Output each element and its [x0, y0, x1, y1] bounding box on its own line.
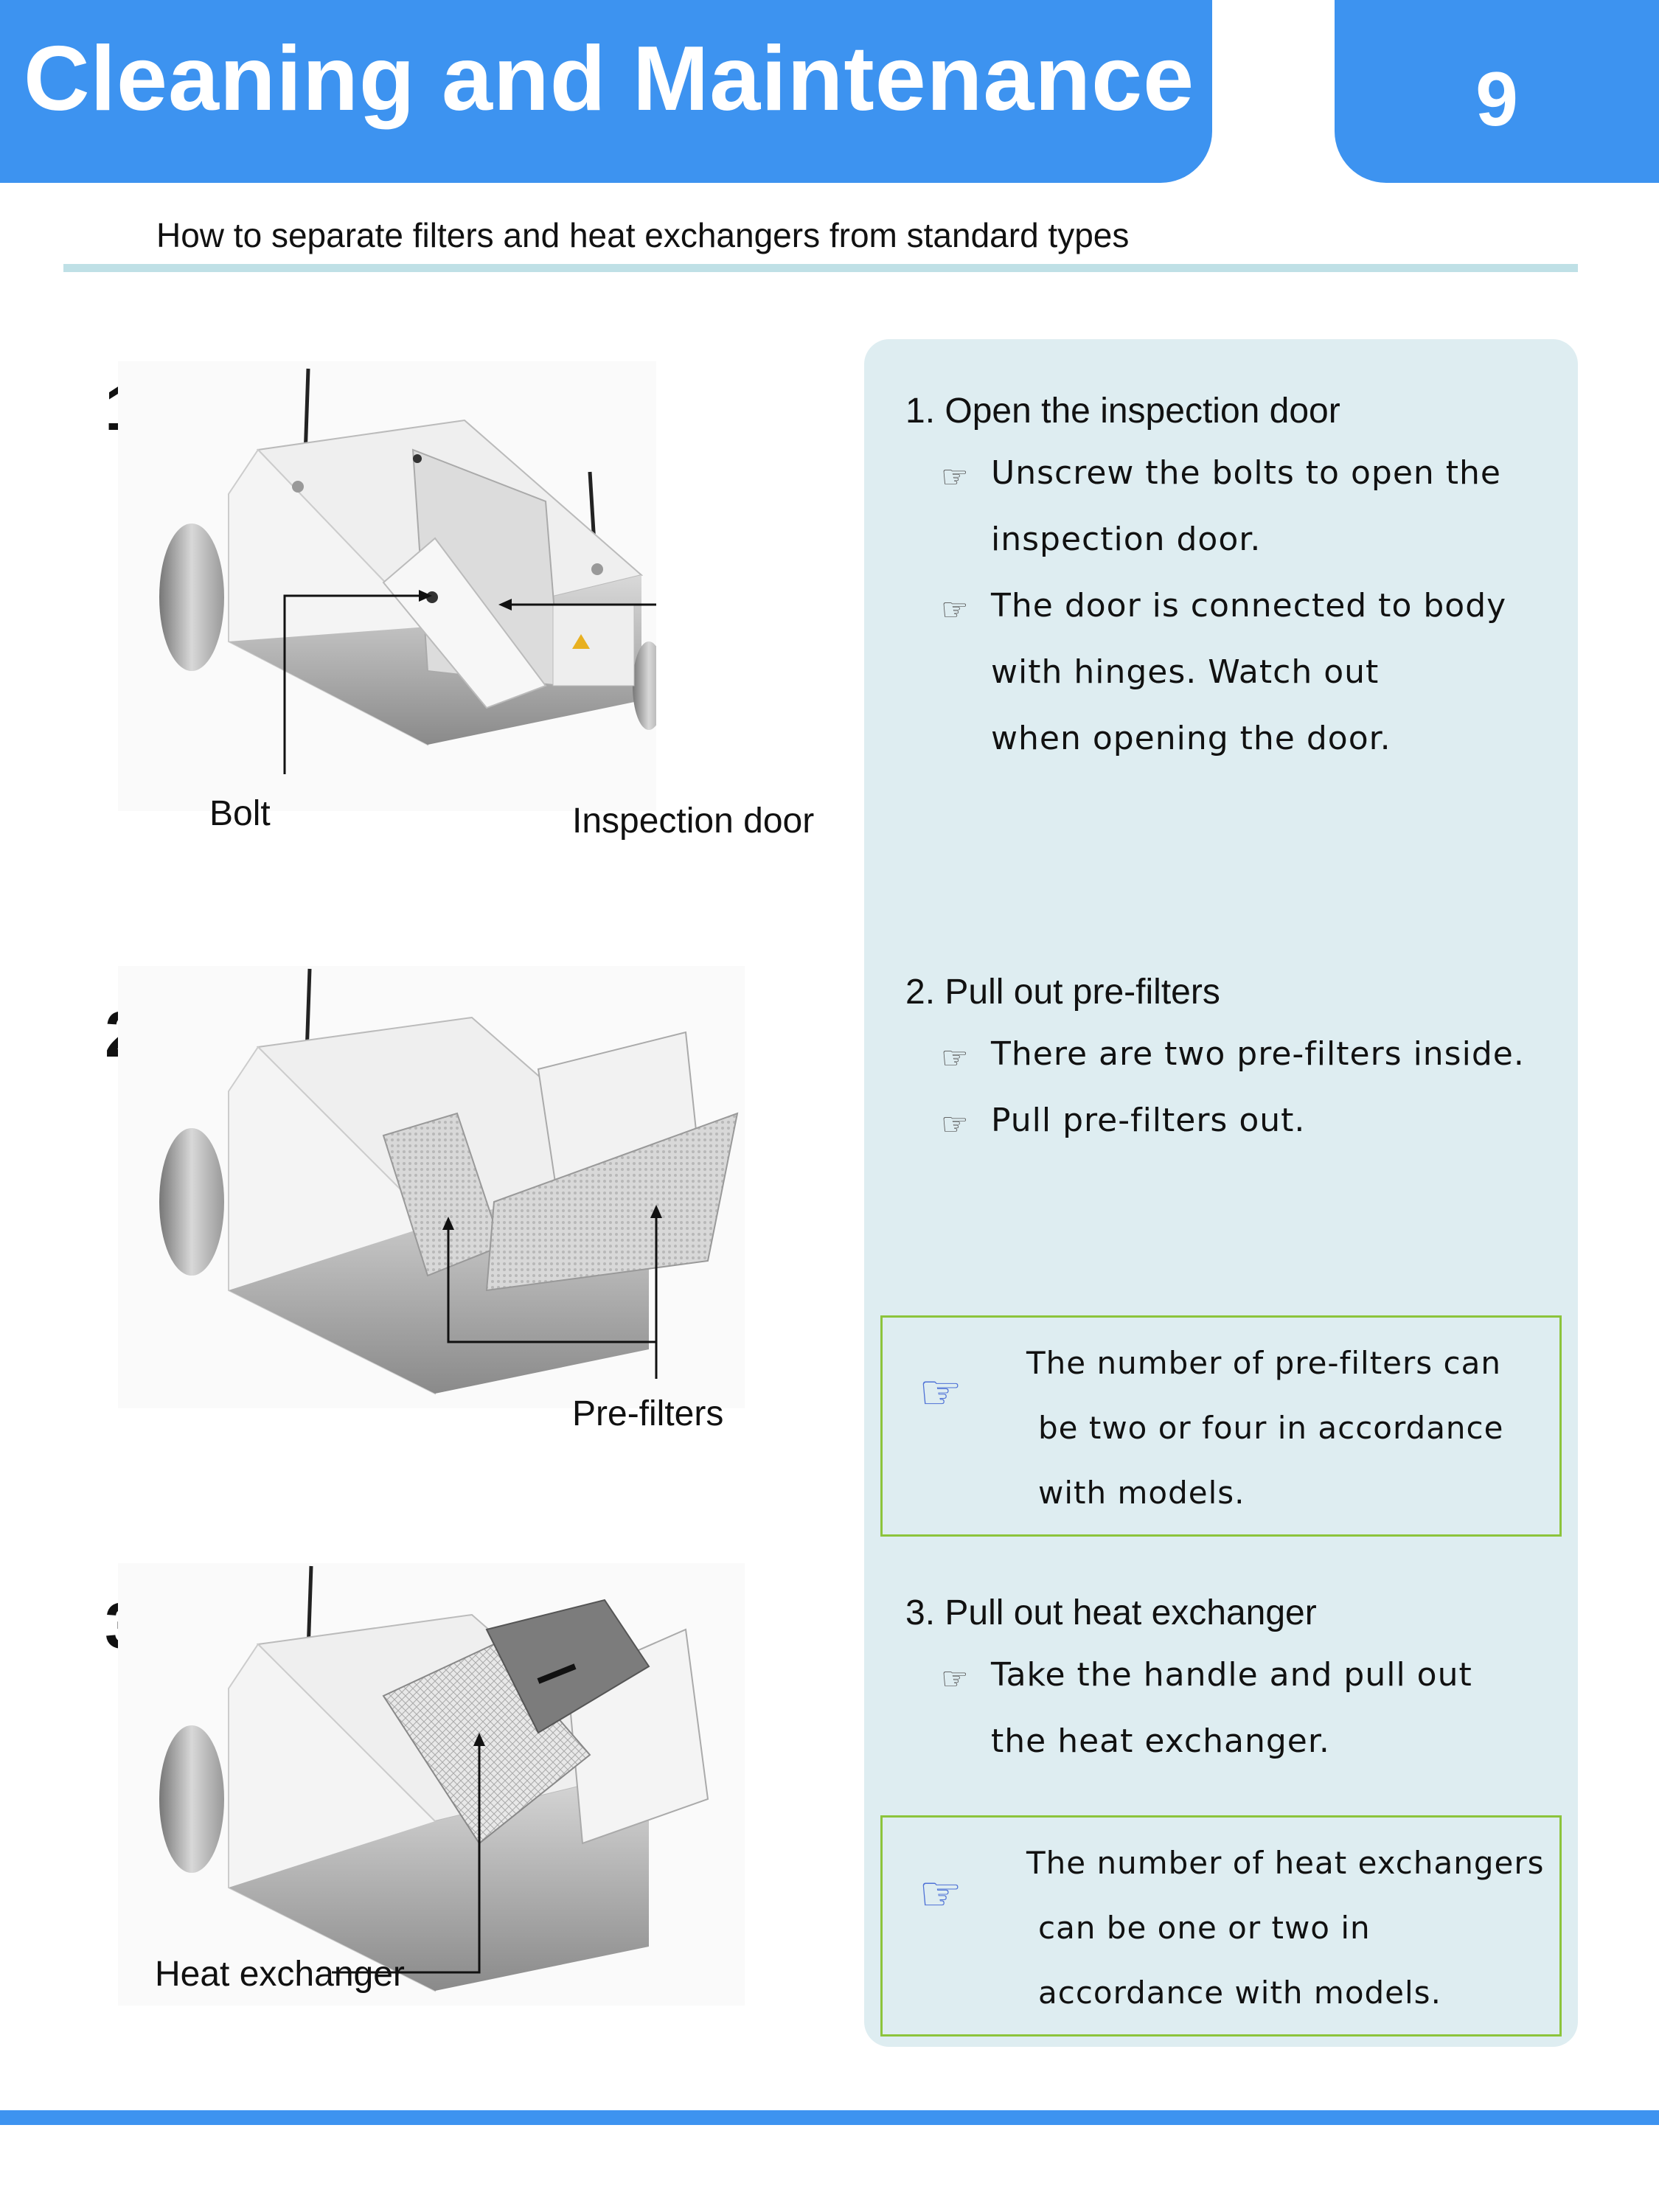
step-3-bullet-1-line-2: the heat exchanger. [991, 1722, 1330, 1760]
step-1-heading: 1. Open the inspection door [905, 392, 1340, 431]
arrow-icon [419, 590, 432, 602]
callout-heat-exchanger: Heat exchanger [155, 1955, 405, 1994]
step-2-heading: 2. Pull out pre-filters [905, 973, 1220, 1012]
page-number: 9 [1475, 57, 1518, 142]
bolt-callout-line [283, 594, 428, 774]
pre-filters-note-line-2: be two or four in accordance [1038, 1410, 1504, 1446]
warning-triangle-icon [572, 634, 590, 649]
pointing-hand-icon: ☞ [941, 1040, 969, 1076]
callout-pre-filters: Pre-filters [572, 1394, 724, 1433]
step-1-bullet-2-line-2: with hinges. Watch out [991, 653, 1380, 691]
bolt-icon [426, 591, 438, 603]
duct-port [159, 1725, 224, 1873]
door-frame [382, 537, 547, 709]
pointing-hand-icon: ☞ [941, 1660, 969, 1697]
handle-icon [537, 1663, 577, 1684]
step-1-bullet-2-line-3: when opening the door. [991, 720, 1391, 757]
pointing-hand-icon: ☞ [919, 1865, 963, 1922]
arrow-icon [650, 1205, 662, 1218]
subtitle-divider [63, 264, 1578, 272]
pre-filter-panel [485, 1112, 739, 1292]
step-3-heading: 3. Pull out heat exchanger [905, 1593, 1317, 1632]
pre-filters-note-line-3: with models. [1038, 1475, 1245, 1511]
footer-bar [0, 2110, 1659, 2125]
step-1-bullet-2-line-1: The door is connected to body [991, 587, 1507, 625]
step-2-bullet-1: There are two pre-filters inside. [991, 1035, 1525, 1073]
illustration-inspection-door [118, 361, 656, 811]
heat-exchanger-core [382, 1643, 591, 1845]
heat-exchanger-callout-line [332, 1742, 481, 1974]
step-1-bullet-1-line-2: inspection door. [991, 521, 1262, 558]
step-1-bullet-1-line-1: Unscrew the bolts to open the [991, 454, 1501, 492]
heat-exchanger-note-line-2: can be one or two in [1038, 1910, 1371, 1946]
duct-port [633, 641, 656, 730]
page-title: Cleaning and Maintenance [24, 28, 1195, 130]
pointing-hand-icon: ☞ [941, 459, 969, 495]
pre-filters-note-line-1: The number of pre-filters can [1026, 1345, 1501, 1381]
arrow-icon [473, 1733, 485, 1746]
door-callout-line [504, 603, 656, 606]
pointing-hand-icon: ☞ [941, 591, 969, 627]
illustration-heat-exchanger [118, 1563, 745, 2006]
heat-exchanger-note-line-3: accordance with models. [1038, 1975, 1441, 2011]
bolt-icon [413, 454, 422, 463]
step-3-bullet-1-line-1: Take the handle and pull out [991, 1656, 1472, 1694]
title-bar [0, 0, 1212, 183]
page-number-tab [1335, 0, 1659, 183]
hanger-bracket [292, 481, 304, 493]
pre-filters-callout-line [447, 1214, 658, 1343]
section-subtitle: How to separate filters and heat exchang… [156, 216, 1130, 254]
pre-filters-note-box [880, 1315, 1562, 1537]
illustration-pre-filters [118, 966, 745, 1408]
arrow-icon [442, 1217, 454, 1230]
warning-label [552, 604, 635, 686]
pointing-hand-icon: ☞ [941, 1106, 969, 1142]
duct-port [159, 1128, 224, 1276]
heat-exchanger-note-line-1: The number of heat exchangers [1026, 1845, 1545, 1881]
callout-bolt: Bolt [209, 794, 271, 833]
instructions-panel [864, 339, 1578, 2047]
hanger-bracket [591, 563, 603, 575]
heat-exchanger-note-box [880, 1815, 1562, 2037]
arrow-icon [498, 599, 512, 611]
duct-port [159, 524, 224, 671]
unit-bottom [229, 1770, 649, 1991]
callout-inspection-door: Inspection door [572, 801, 815, 841]
pointing-hand-icon: ☞ [919, 1364, 963, 1421]
step-2-bullet-2: Pull pre-filters out. [991, 1102, 1306, 1139]
